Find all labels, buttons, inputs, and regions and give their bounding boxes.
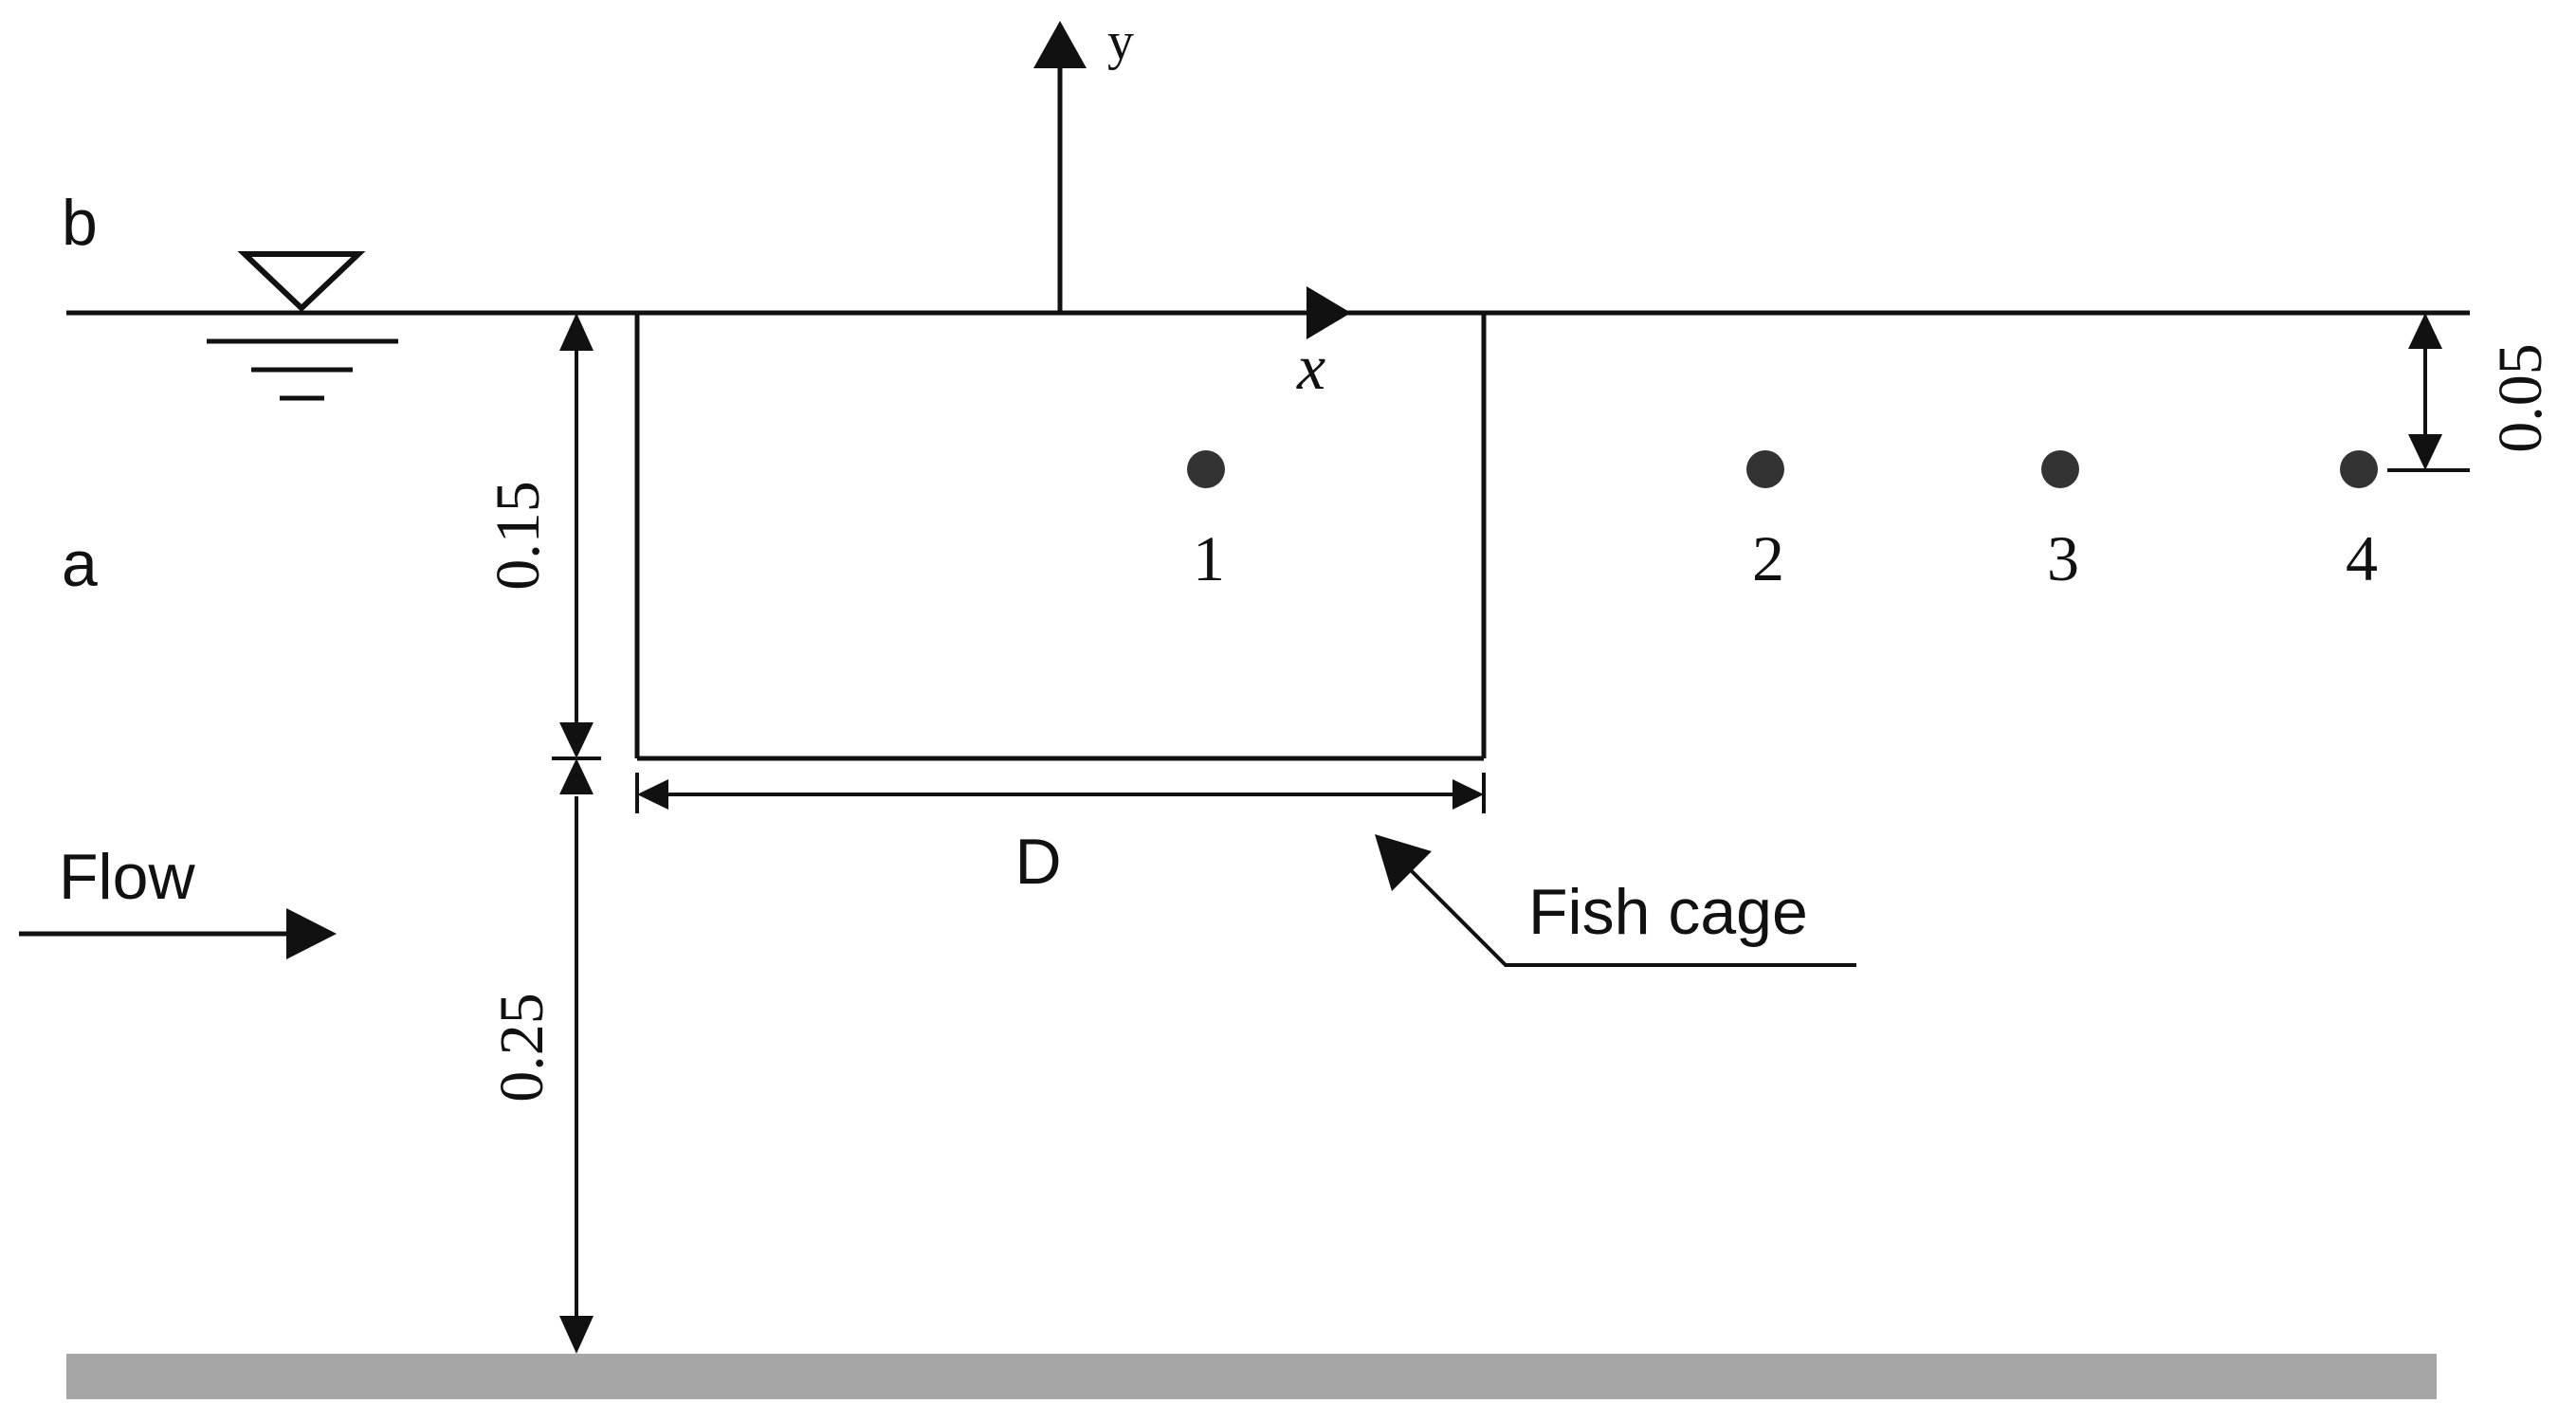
- fish-cage-pointer: [1375, 834, 1856, 967]
- below-cage-dimension: [559, 758, 594, 1354]
- y-axis-label: y: [1107, 12, 1134, 71]
- probe-depth-dimension: [2387, 313, 2470, 472]
- water-level-icon: [207, 251, 398, 401]
- below-cage-label: 0.25: [487, 993, 557, 1103]
- point-label-4: 4: [2346, 522, 2378, 594]
- cage-width-dimension: [635, 773, 1486, 813]
- cage-width-label: D: [1014, 826, 1061, 898]
- fish-cage: [634, 313, 1487, 761]
- point-marker-4: [2340, 450, 2378, 488]
- fish-cage-label: Fish cage: [1528, 876, 1808, 948]
- probe-depth-label: 0.05: [2486, 343, 2555, 453]
- flow-arrow-icon: [19, 908, 337, 959]
- x-axis-label: x: [1296, 331, 1325, 403]
- flow-label: Flow: [59, 841, 195, 913]
- seabed: [66, 1354, 2437, 1399]
- point-label-2: 2: [1752, 522, 1784, 594]
- cage-depth-label: 0.15: [484, 481, 553, 591]
- panel-label-a: a: [62, 528, 98, 600]
- y-axis-arrow: [1033, 21, 1087, 313]
- x-axis-arrowhead: [1306, 286, 1351, 339]
- point-marker-2: [1746, 450, 1784, 488]
- cage-depth-dimension: [552, 313, 601, 760]
- point-marker-1: [1187, 450, 1225, 488]
- panel-label-b: b: [62, 187, 98, 259]
- point-label-1: 1: [1193, 522, 1225, 594]
- measurement-points: [1187, 450, 2378, 488]
- point-label-3: 3: [2047, 522, 2079, 594]
- point-marker-3: [2041, 450, 2079, 488]
